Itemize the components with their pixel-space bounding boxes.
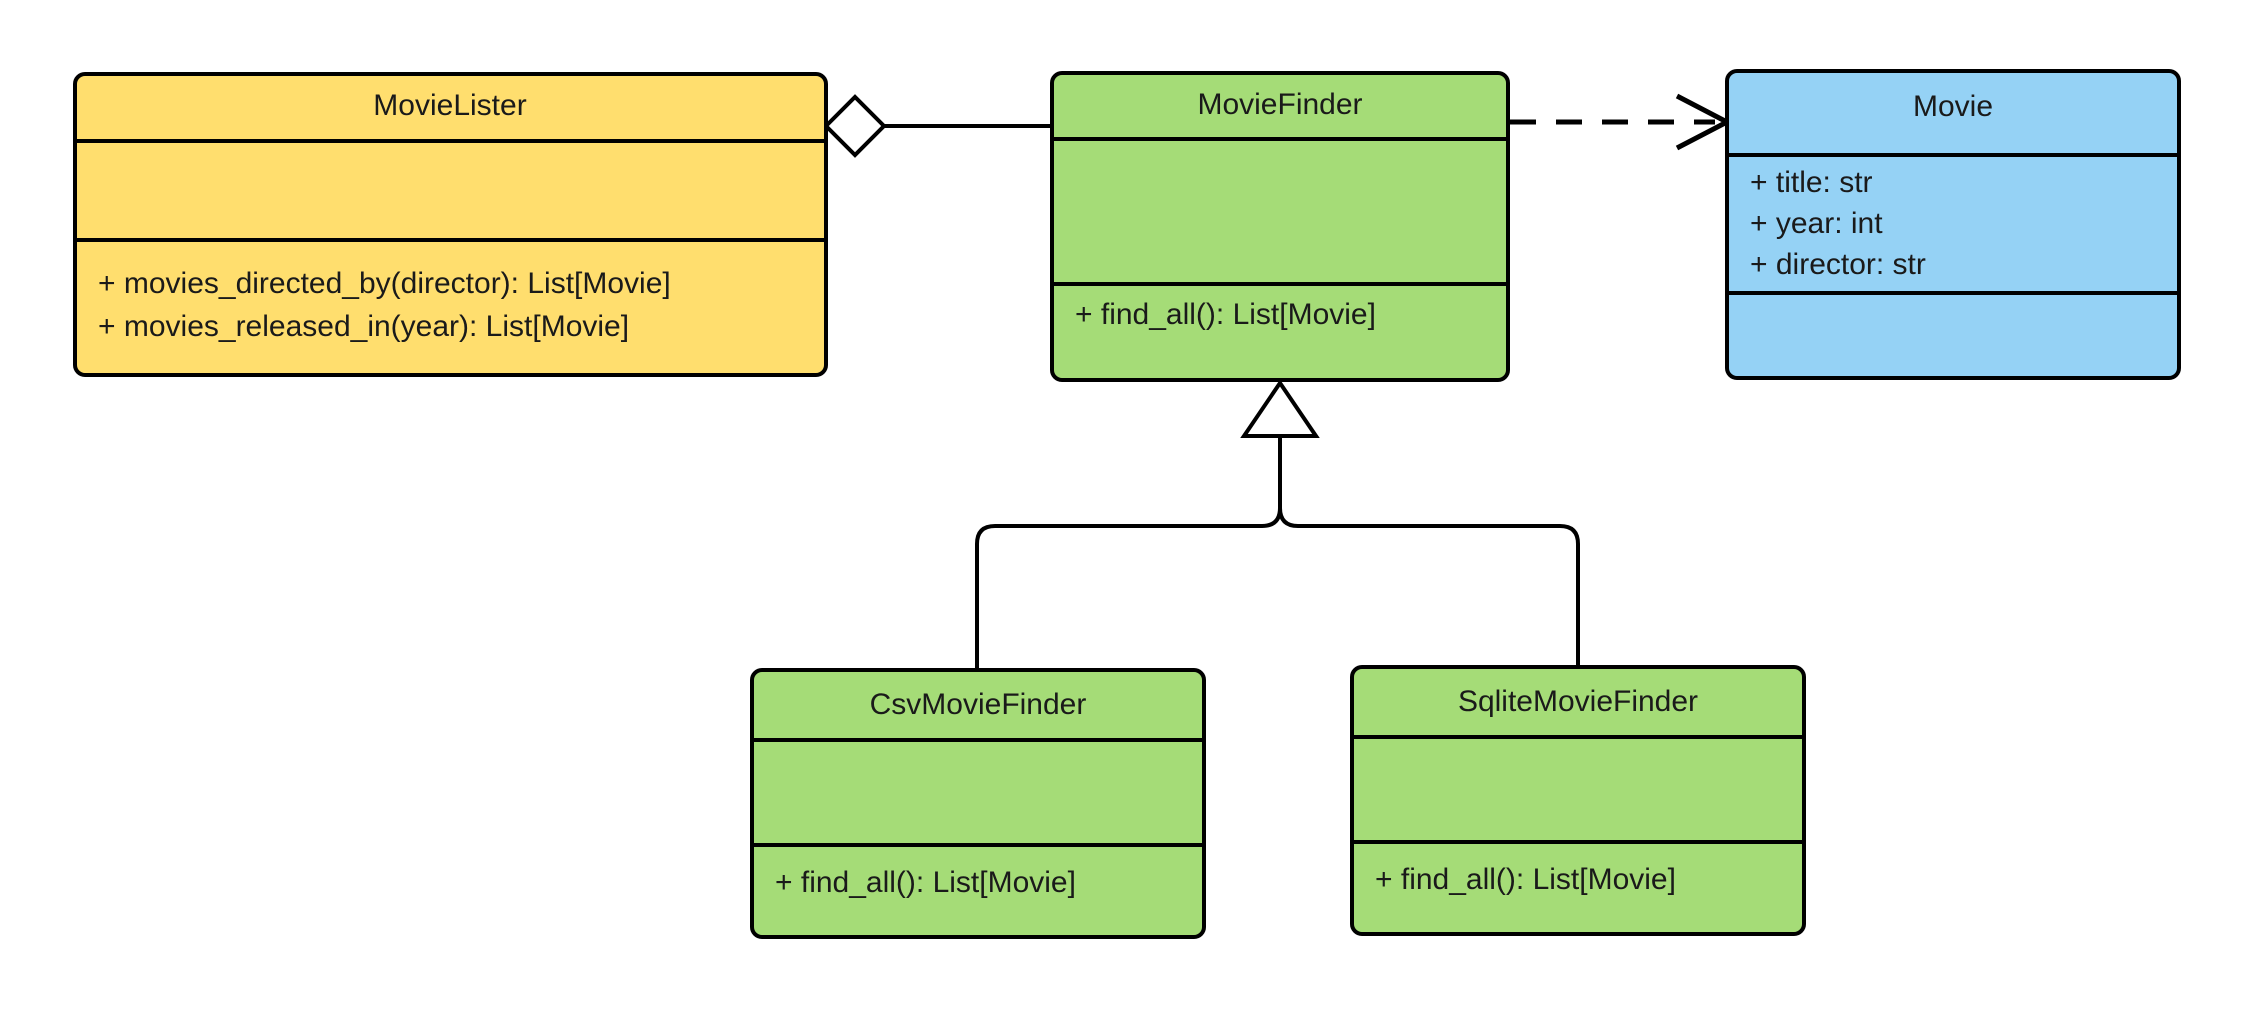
hollow-diamond-marker: [823, 94, 887, 158]
csv-movie-finder-title: CsvMovieFinder: [870, 688, 1087, 721]
movie-lister-title: MovieLister: [373, 89, 526, 122]
hollow-triangle-marker: [1240, 379, 1320, 438]
movie-finder-frame[interactable]: [1050, 71, 1510, 382]
edge-dependency-finder-movie: [1510, 93, 1733, 151]
class-box-movie-lister[interactable]: MovieLister + movies_directed_by(directo…: [73, 72, 828, 377]
edge-inheritance-bus: [975, 379, 1580, 668]
sqlite-movie-finder-title: SqliteMovieFinder: [1458, 685, 1698, 718]
class-box-movie[interactable]: Movie + title: str + year: int + directo…: [1725, 69, 2181, 380]
movie-finder-method-0: + find_all(): List[Movie]: [1075, 298, 1376, 331]
movie-lister-method-0: + movies_directed_by(director): List[Mov…: [98, 267, 671, 300]
csv-movie-finder-method-0: + find_all(): List[Movie]: [775, 866, 1076, 899]
movie-attribute-1: + year: int: [1750, 207, 1883, 240]
inheritance-branch-csv: [975, 420, 1282, 668]
inheritance-branch-sqlite: [1278, 420, 1580, 668]
movie-attribute-2: + director: str: [1750, 248, 1926, 281]
movie-finder-title: MovieFinder: [1197, 88, 1362, 121]
sqlite-movie-finder-frame[interactable]: [1350, 665, 1806, 936]
movie-frame[interactable]: [1725, 69, 2181, 380]
movie-title: Movie: [1913, 90, 1993, 123]
class-box-sqlite-movie-finder[interactable]: SqliteMovieFinder + find_all(): List[Mov…: [1350, 665, 1806, 936]
class-box-csv-movie-finder[interactable]: CsvMovieFinder + find_all(): List[Movie]: [750, 668, 1206, 939]
movie-attribute-0: + title: str: [1750, 166, 1873, 199]
sqlite-movie-finder-method-0: + find_all(): List[Movie]: [1375, 863, 1676, 896]
csv-movie-finder-frame[interactable]: [750, 668, 1206, 939]
class-box-movie-finder[interactable]: MovieFinder + find_all(): List[Movie]: [1050, 71, 1510, 382]
movie-lister-frame[interactable]: [73, 72, 828, 377]
movie-lister-method-1: + movies_released_in(year): List[Movie]: [98, 310, 629, 343]
edge-aggregation-lister-finder: [823, 94, 1052, 158]
